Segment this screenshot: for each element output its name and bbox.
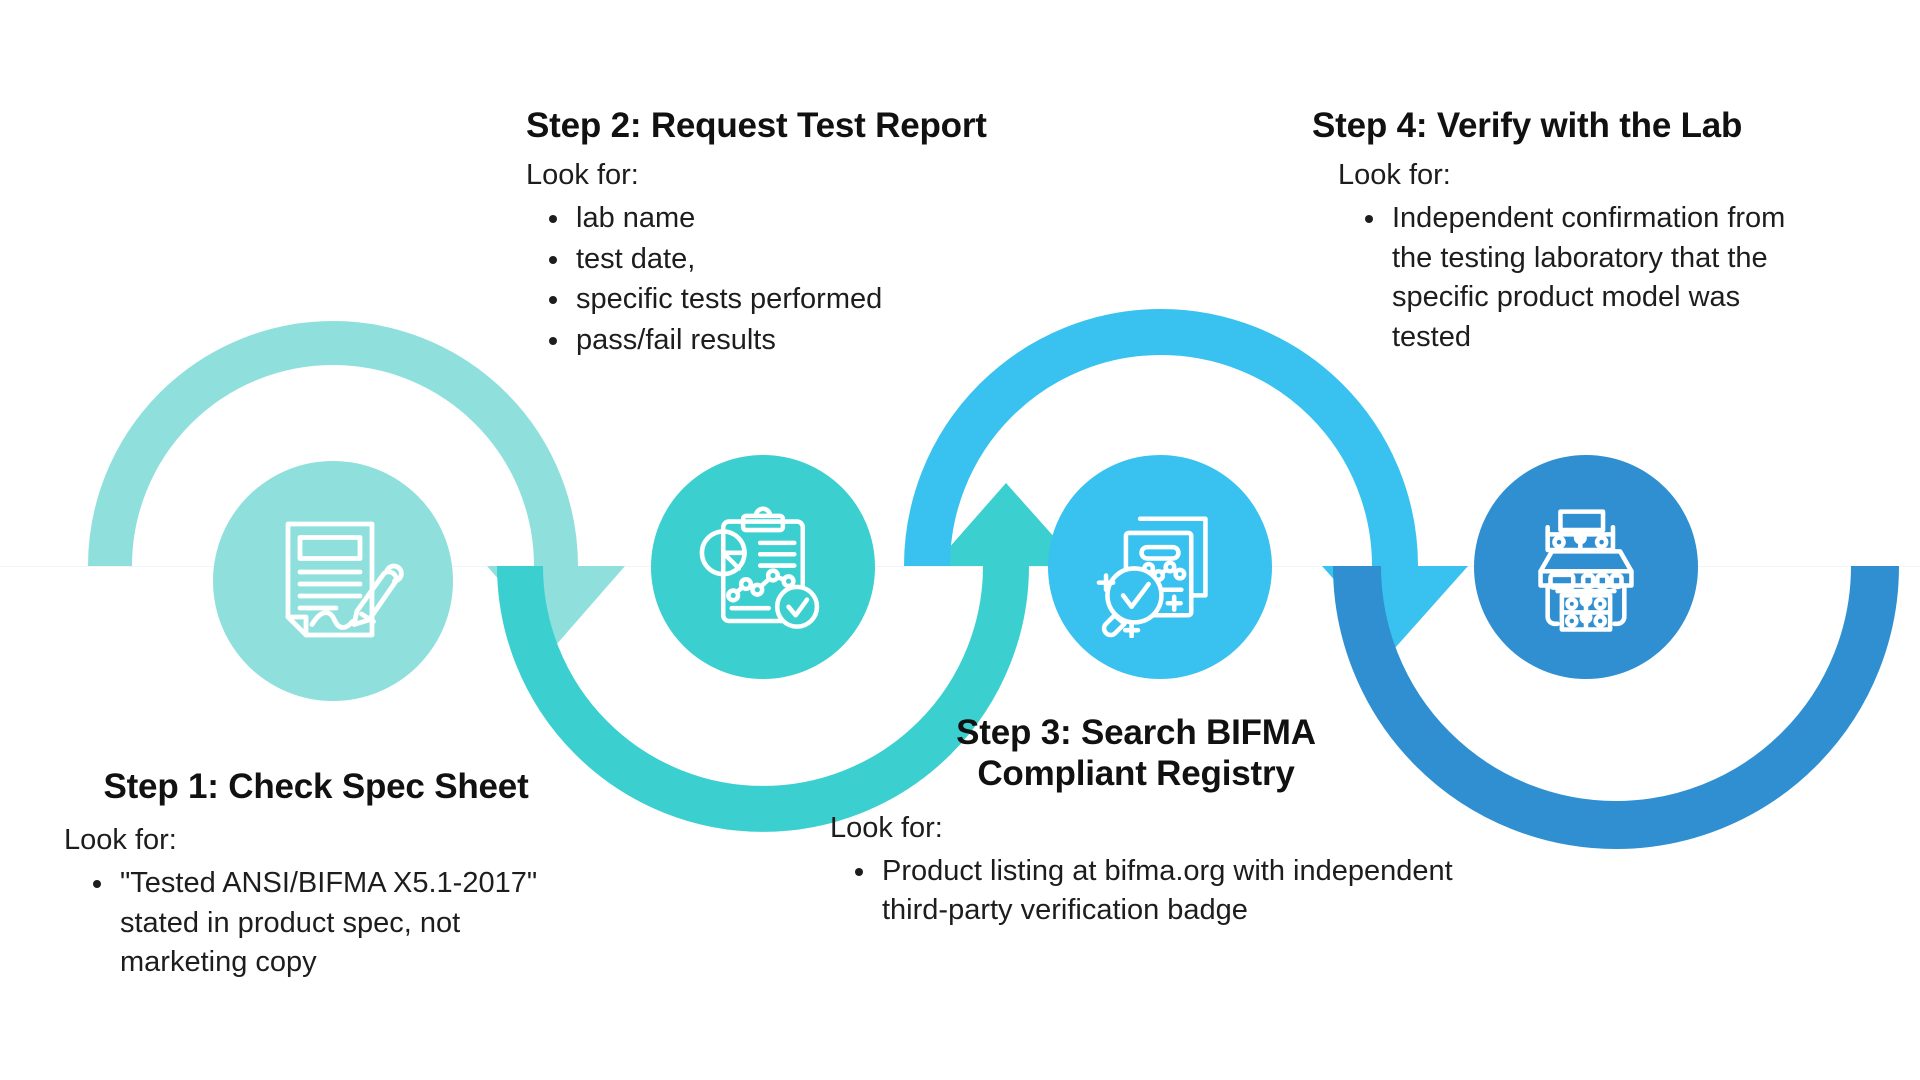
step-4-look-for-label: Look for: <box>1338 159 1451 192</box>
list-item: "Tested ANSI/BIFMA X5.1-2017" stated in … <box>116 864 546 982</box>
step-3-title: Step 3: Search BIFMA Compliant Registry <box>956 713 1316 794</box>
clipboard-report-check-icon <box>699 506 820 629</box>
step-2-text-block: Step 2: Request Test Report Look for: la… <box>512 105 1032 361</box>
step-3-icon-circle <box>1048 455 1272 679</box>
step-1-look-for-label: Look for: <box>64 824 177 857</box>
step-2-icon-circle <box>651 455 875 679</box>
step-4-icon-circle <box>1474 455 1698 679</box>
document-magnifier-check-icon <box>1096 516 1208 638</box>
list-item: test date, <box>572 240 1032 279</box>
document-signature-icon <box>285 521 404 638</box>
step-2-bullet-list: lab name test date, specific tests perfo… <box>512 199 1032 360</box>
step-4-title: Step 4: Verify with the Lab <box>1312 106 1743 145</box>
cash-register-icon <box>1538 509 1634 632</box>
step-2-title: Step 2: Request Test Report <box>526 106 987 145</box>
step-4-bullet-list: Independent confirmation from the testin… <box>1312 199 1818 357</box>
list-item: pass/fail results <box>572 321 1032 360</box>
step-2-look-for-label: Look for: <box>526 159 639 192</box>
list-item: Independent confirmation from the testin… <box>1388 199 1818 357</box>
step-3-bullet-list: Product listing at bifma.org with indepe… <box>830 852 1478 931</box>
list-item: lab name <box>572 199 1032 238</box>
list-item: Product listing at bifma.org with indepe… <box>878 852 1478 931</box>
step-1-icon-circle <box>213 461 453 701</box>
arc-step4-trailing <box>1333 565 1899 849</box>
step-4-text-block: Step 4: Verify with the Lab Look for: In… <box>1312 105 1842 358</box>
step-3-look-for-label: Look for: <box>830 811 943 844</box>
step-1-text-block: Step 1: Check Spec Sheet Look for: "Test… <box>60 766 620 984</box>
baseline-divider <box>0 566 1920 567</box>
step-3-text-block: Step 3: Search BIFMA Compliant Registry … <box>830 712 1470 932</box>
list-item: specific tests performed <box>572 280 1032 319</box>
step-1-bullet-list: "Tested ANSI/BIFMA X5.1-2017" stated in … <box>60 864 546 982</box>
arc-step2-to-step3 <box>497 483 1080 832</box>
step-1-title: Step 1: Check Spec Sheet <box>103 767 529 806</box>
